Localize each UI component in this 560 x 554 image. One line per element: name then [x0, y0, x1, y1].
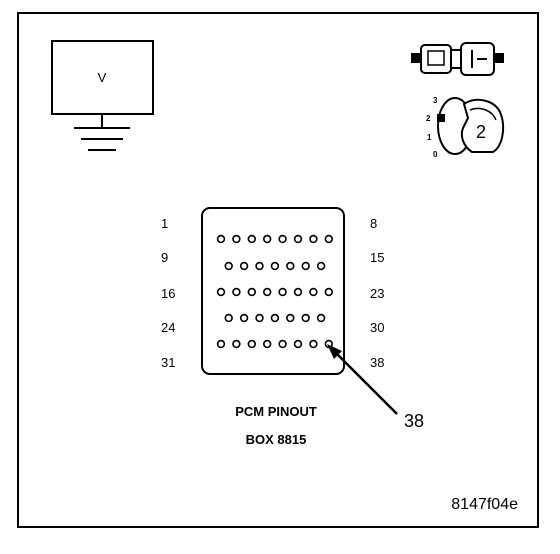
- pin-35: [278, 339, 287, 349]
- pin-10: [239, 261, 249, 271]
- pin-37: [309, 339, 318, 349]
- pin-34: [263, 339, 272, 349]
- pin-label-31: 31: [161, 355, 175, 370]
- pin-label-16: 16: [161, 286, 175, 301]
- pin-3: [247, 234, 257, 244]
- pin-2: [232, 234, 241, 244]
- pin-8: [324, 234, 333, 244]
- pin-17: [232, 287, 241, 297]
- connector-plug-icon: [411, 42, 504, 76]
- selector-scale-2: 2: [426, 114, 431, 123]
- pin-12: [270, 261, 280, 271]
- pin-label-8: 8: [370, 216, 377, 231]
- connector-subtitle: BOX 8815: [246, 432, 307, 447]
- pin-20: [278, 287, 287, 297]
- pin-4: [263, 234, 272, 244]
- selector-scale-3: 3: [433, 96, 438, 105]
- pin-label-24: 24: [161, 320, 175, 335]
- callout-label: 38: [404, 411, 424, 431]
- pin-26: [255, 313, 264, 323]
- pin-1: [216, 234, 226, 244]
- pin-15: [316, 261, 326, 271]
- pin-18: [247, 287, 257, 297]
- pin-label-9: 9: [161, 250, 168, 265]
- pin-32: [232, 339, 241, 349]
- diagram-frame: [17, 12, 539, 528]
- selector-scale-0: 0: [433, 150, 438, 159]
- pin-13: [286, 261, 295, 271]
- figure-id: 8147f04e: [451, 496, 518, 513]
- pin-33: [247, 339, 257, 349]
- pin-36: [293, 339, 303, 349]
- connector-title: PCM PINOUT: [235, 404, 317, 419]
- pcm-connector: [201, 207, 345, 375]
- voltmeter-label: V: [98, 70, 107, 85]
- pin-9: [224, 261, 233, 271]
- voltmeter-symbol: V: [51, 40, 154, 151]
- pin-16: [216, 287, 226, 297]
- pin-29: [301, 313, 310, 323]
- pin-14: [301, 261, 310, 271]
- pin-22: [309, 287, 318, 297]
- pin-19: [263, 287, 272, 297]
- pin-label-38: 38: [370, 355, 384, 370]
- pin-30: [316, 313, 326, 323]
- pin-7: [309, 234, 318, 244]
- selector-scale-1: 1: [427, 133, 432, 142]
- pin-labels-right: 8 15 23 30 38: [370, 216, 384, 370]
- pin-28: [286, 313, 295, 323]
- pin-5: [278, 234, 287, 244]
- pin-label-30: 30: [370, 320, 384, 335]
- pin-31: [216, 339, 226, 349]
- pin-25: [239, 313, 249, 323]
- pin-27: [270, 313, 280, 323]
- pin-21: [293, 287, 303, 297]
- pin-callout: 38: [327, 344, 424, 431]
- pin-label-1: 1: [161, 216, 168, 231]
- pin-grid: [216, 234, 333, 349]
- probe-selector-icon: 3 2 1 0 2: [426, 96, 505, 159]
- pin-6: [293, 234, 303, 244]
- pin-labels-left: 1 9 16 24 31: [161, 216, 175, 370]
- pin-label-23: 23: [370, 286, 384, 301]
- pin-label-15: 15: [370, 250, 384, 265]
- pin-24: [224, 313, 233, 323]
- pin-11: [255, 261, 264, 271]
- selector-number: 2: [476, 122, 486, 142]
- pin-23: [324, 287, 333, 297]
